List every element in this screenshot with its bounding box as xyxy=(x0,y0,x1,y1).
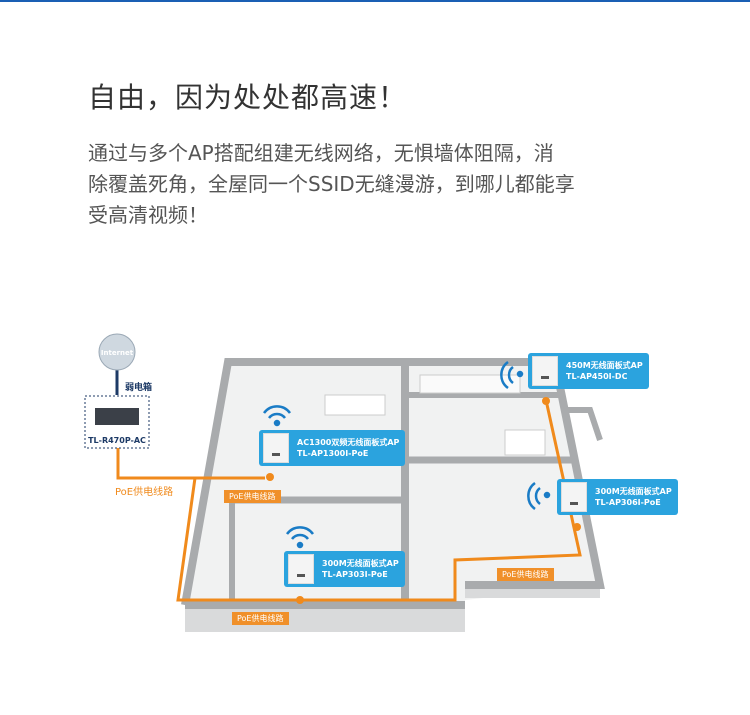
ap-callout: AC1300双频无线面板式AP TL-AP1300I-PoE xyxy=(259,430,406,466)
poe-node xyxy=(266,473,274,481)
poe-tag: PoE供电线路 xyxy=(497,568,554,581)
internet-label: Internet xyxy=(101,349,134,357)
wifi-icon xyxy=(285,526,315,549)
poe-node xyxy=(542,397,550,405)
weak-box-label: 弱电箱 xyxy=(125,381,152,393)
outer-wall xyxy=(405,358,605,589)
switch-icon xyxy=(95,408,139,425)
poe-node xyxy=(573,523,581,531)
panel-ap-icon xyxy=(561,482,587,512)
furniture xyxy=(324,394,386,416)
poe-line-label: PoE供电线路 xyxy=(115,485,173,498)
poe-node xyxy=(296,596,304,604)
ap-callout: 450M无线面板式AP TL-AP450I-DC xyxy=(528,353,649,389)
ap-name: 300M无线面板式AP xyxy=(322,559,399,568)
ap-name: AC1300双频无线面板式AP xyxy=(297,438,400,447)
top-divider xyxy=(0,0,750,2)
ap-model: TL-AP306I-PoE xyxy=(595,498,661,507)
switch-model: TL-R470P-AC xyxy=(88,436,146,445)
page-title: 自由，因为处处都高速！ xyxy=(88,81,408,114)
wifi-icon xyxy=(500,360,524,390)
poe-tag: PoE供电线路 xyxy=(232,612,289,625)
ap-model: TL-AP1300I-PoE xyxy=(297,449,369,458)
ap-model: TL-AP450I-DC xyxy=(566,372,628,381)
internet-globe-icon xyxy=(98,333,136,371)
ap-name: 450M无线面板式AP xyxy=(566,361,643,370)
poe-tag: PoE供电线路 xyxy=(224,490,281,503)
outer-wall xyxy=(181,358,405,606)
ap-model: TL-AP303I-PoE xyxy=(322,570,388,579)
ap-name: 300M无线面板式AP xyxy=(595,487,672,496)
panel-ap-icon xyxy=(532,356,558,386)
description: 通过与多个AP搭配组建无线网络，无惧墙体阻隔，消 除覆盖死角，全屋同一个SSID… xyxy=(88,138,628,231)
furniture xyxy=(504,429,546,456)
furniture xyxy=(419,374,521,394)
ap-callout: 300M无线面板式AP TL-AP306I-PoE xyxy=(557,479,678,515)
poe-line xyxy=(176,399,582,602)
front-wall xyxy=(185,605,465,632)
wifi-icon xyxy=(262,405,292,427)
description-line: 通过与多个AP搭配组建无线网络，无惧墙体阻隔，消 xyxy=(88,141,554,165)
panel-ap-icon xyxy=(288,554,314,584)
description-line: 受高清视频！ xyxy=(88,203,208,227)
ap-callout: 300M无线面板式AP TL-AP303I-PoE xyxy=(284,551,405,587)
inner-wall xyxy=(565,407,603,441)
wifi-icon xyxy=(527,481,551,511)
description-line: 除覆盖死角，全屋同一个SSID无缝漫游，到哪儿都能享 xyxy=(88,172,575,196)
panel-ap-icon xyxy=(263,433,289,463)
